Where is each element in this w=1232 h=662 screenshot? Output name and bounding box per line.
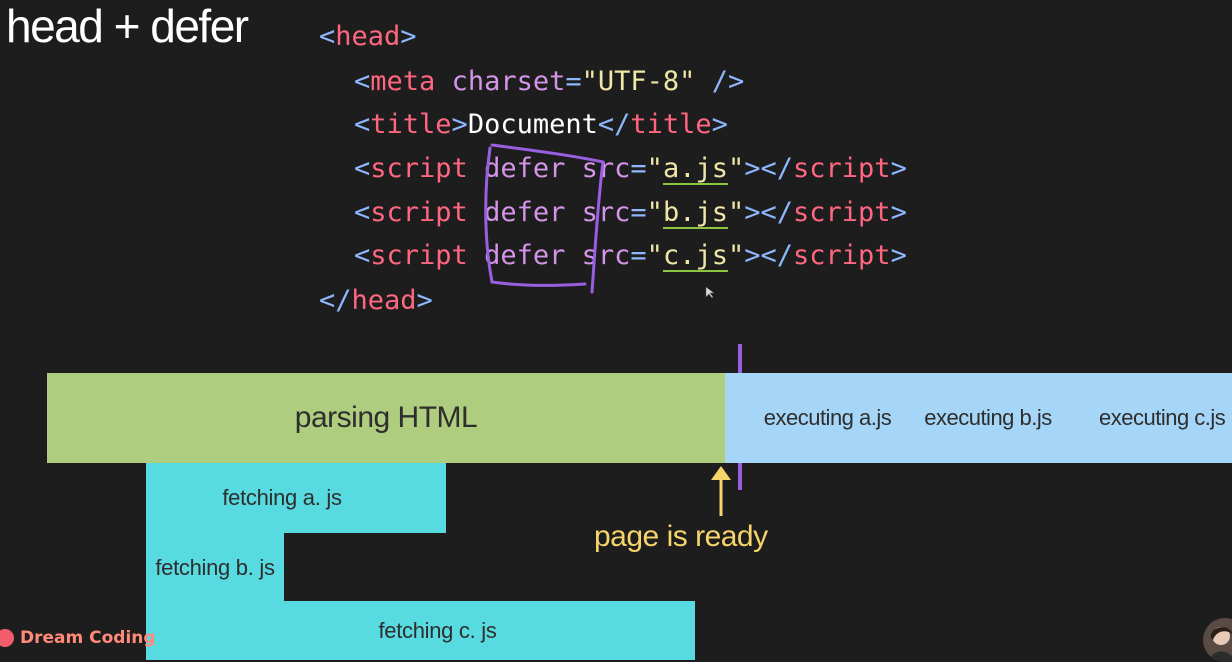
cursor-icon: [706, 287, 714, 298]
executing-a-label: executing a.js: [764, 405, 892, 431]
up-arrow-icon: [708, 466, 734, 518]
fetching-b-bar: fetching b. js: [146, 533, 284, 603]
fetching-a-label: fetching a. js: [222, 485, 341, 511]
fetching-b-label: fetching b. js: [155, 555, 274, 581]
executing-c-label: executing c.js: [1099, 405, 1225, 431]
brand-logo-icon: [0, 629, 14, 647]
fetching-a-bar: fetching a. js: [146, 463, 446, 533]
brand-watermark: Dream Coding: [0, 628, 156, 648]
executing-c-bar: executing c.js: [1076, 373, 1232, 463]
executing-b-bar: executing b.js: [900, 373, 1076, 463]
fetching-c-bar: fetching c. js: [146, 601, 695, 660]
brand-name: Dream Coding: [20, 628, 156, 648]
parsing-html-bar: parsing HTML: [47, 373, 725, 463]
fetching-c-label: fetching c. js: [378, 618, 496, 644]
executing-b-label: executing b.js: [924, 405, 1052, 431]
parsing-html-label: parsing HTML: [295, 401, 477, 435]
page-ready-label: page is ready: [594, 520, 768, 554]
defer-highlight-box: [486, 145, 603, 292]
executing-a-bar: executing a.js: [725, 373, 900, 463]
